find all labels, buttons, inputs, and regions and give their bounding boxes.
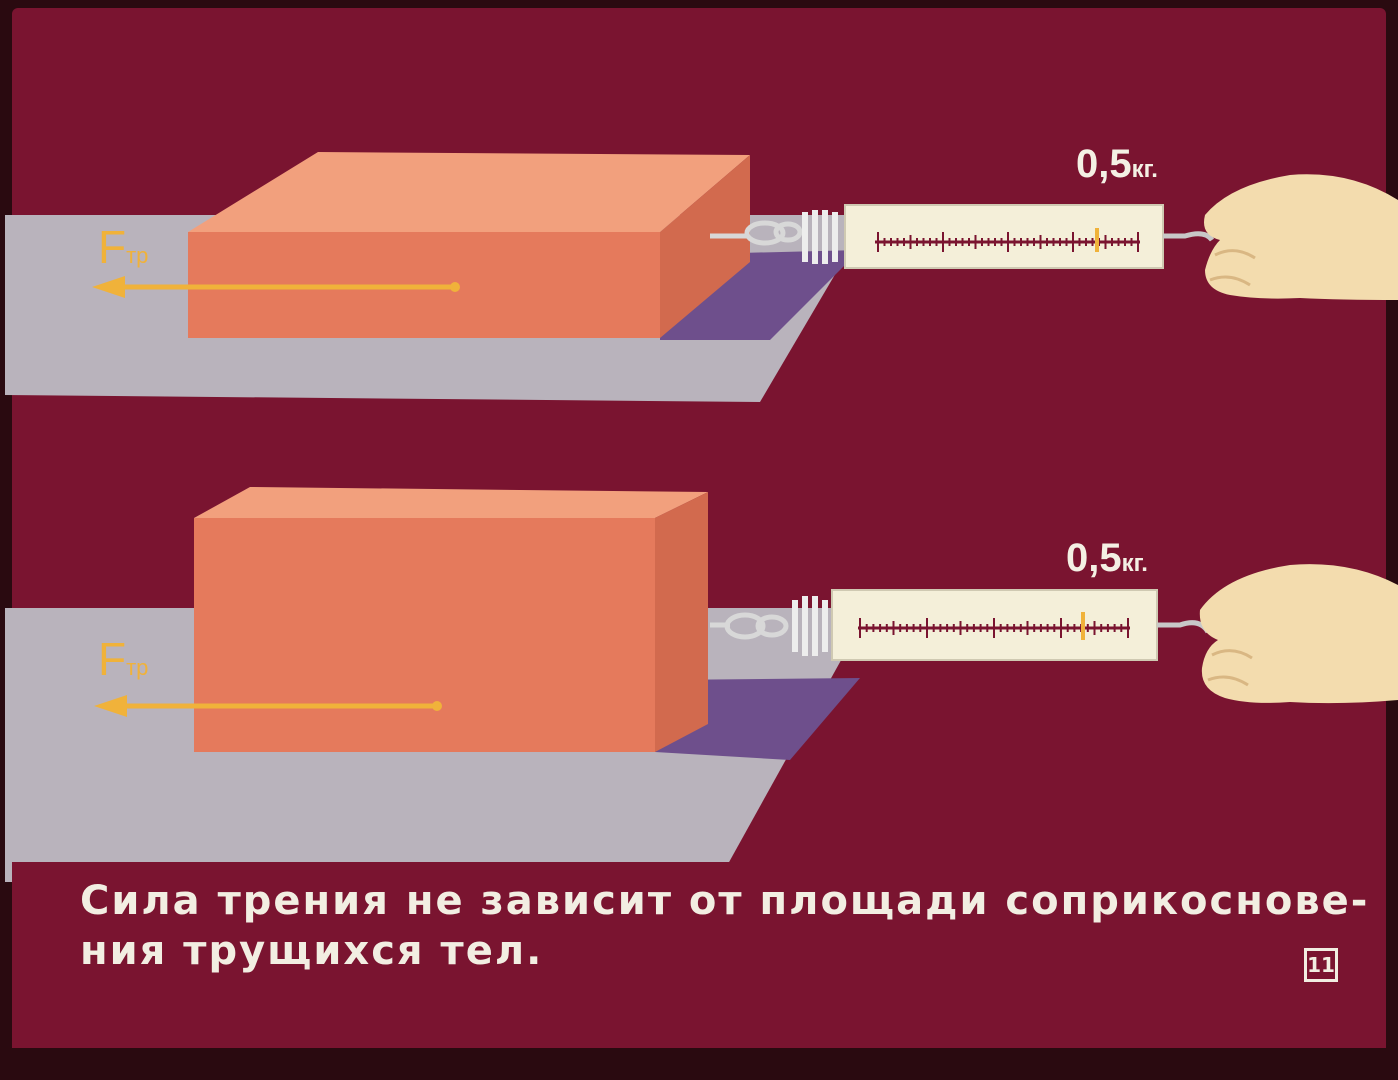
bottom-friction-label: Fтр [98,632,148,686]
bottom-force-subscript: тр [126,655,149,680]
top-friction-label: Fтр [98,220,148,274]
top-force-symbol: F [98,221,127,273]
top-dynamometer-ring [1163,231,1215,242]
bottom-reading-unit: кг. [1121,550,1148,577]
caption-line-1: Сила трения не зависит от площади соприк… [80,878,1370,924]
bottom-hand [1199,564,1398,704]
top-hook [710,220,803,246]
bottom-force-symbol: F [98,633,127,685]
bottom-block-front-face [194,518,655,752]
top-block-top-face [188,152,750,232]
bottom-friction-arrow [94,695,442,717]
bottom-spring [792,596,828,656]
top-block-side-face [660,155,750,338]
bottom-hook [710,612,789,640]
top-reading-value: 0,5 [1076,142,1132,186]
top-hand [1204,174,1398,300]
bottom-block-top-face [194,487,708,518]
top-spring [802,210,838,264]
top-force-subscript: тр [126,243,149,268]
top-friction-arrow [92,276,460,298]
bottom-reading-value: 0,5 [1066,536,1122,580]
top-scale-reading: 0,5кг. [1076,142,1158,187]
top-dynamometer-body [844,204,1164,269]
bottom-scale-reading: 0,5кг. [1066,536,1148,581]
caption-band [12,862,1386,1048]
bottom-block-side-face [655,492,708,752]
caption-line-2: ния трущихся тел. [80,928,544,974]
top-reading-unit: кг. [1131,156,1158,183]
slide-number: 11 [1304,948,1338,982]
